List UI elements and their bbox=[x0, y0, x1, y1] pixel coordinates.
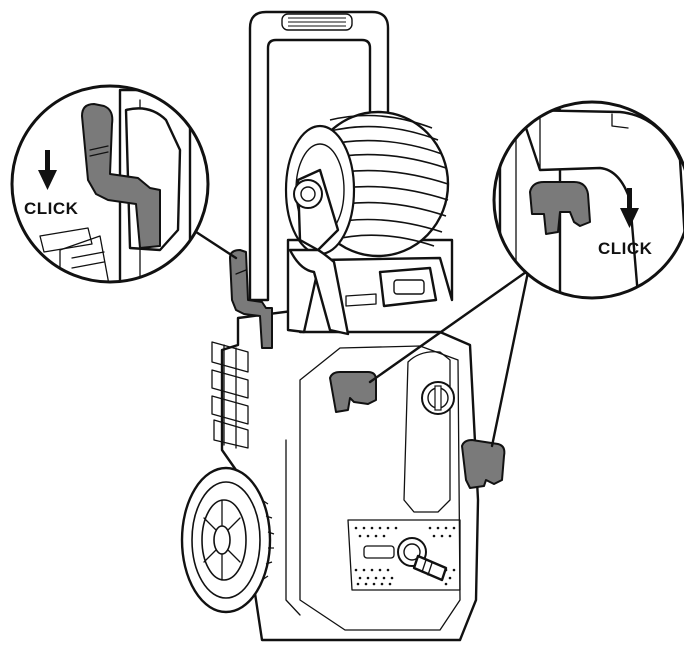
telescopic-handle bbox=[248, 10, 390, 302]
body-clip-upper bbox=[329, 371, 377, 413]
right-click-label: CLICK bbox=[598, 239, 653, 258]
down-arrow-icon bbox=[620, 188, 639, 228]
pressure-knob[interactable] bbox=[421, 381, 455, 415]
right-callout: CLICK bbox=[492, 100, 684, 300]
side-vents bbox=[211, 341, 249, 449]
left-click-label: CLICK bbox=[24, 199, 79, 218]
hose-reel bbox=[284, 110, 454, 336]
front-grille bbox=[347, 519, 461, 591]
wheel bbox=[180, 466, 275, 614]
down-arrow-icon bbox=[38, 150, 57, 190]
left-callout: CLICK bbox=[10, 84, 210, 284]
callout-leader-lines bbox=[188, 226, 530, 448]
washer-body bbox=[211, 308, 480, 642]
body-clip-lower bbox=[461, 439, 506, 489]
outlet-connector[interactable] bbox=[397, 537, 448, 582]
